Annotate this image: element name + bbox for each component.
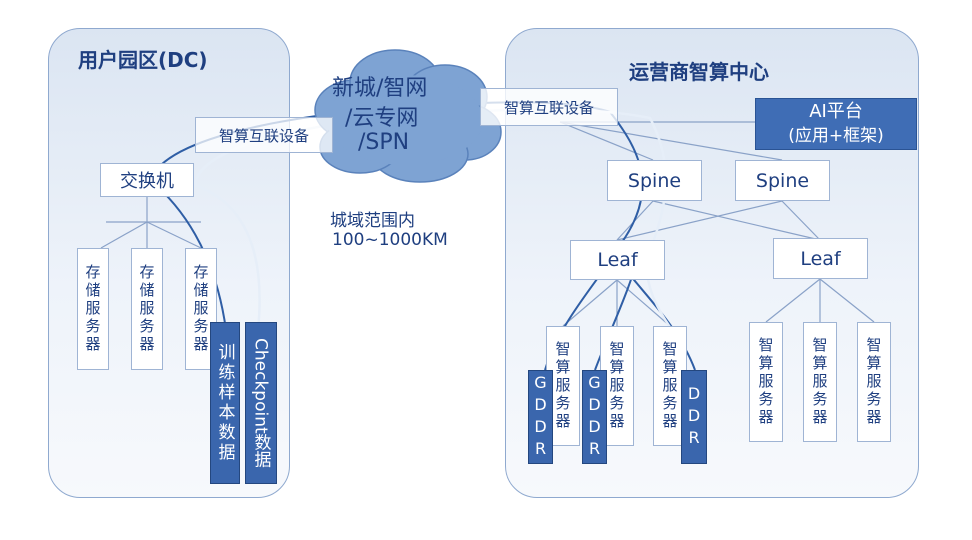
- user-park-title: 用户园区(DC): [78, 48, 208, 72]
- cloud-label-line1: 新城/智网: [332, 76, 428, 101]
- spine-switch: Spine: [607, 160, 702, 201]
- training-data-block: 训练样本数据: [210, 322, 240, 484]
- operator-center-title: 运营商智算中心: [629, 60, 769, 84]
- gddr-memory-block: GDDR: [582, 370, 607, 464]
- leaf-switch: Leaf: [773, 238, 868, 279]
- checkpoint-data-block: Checkpoint数据: [245, 322, 277, 484]
- storage-server: 存储服务器: [77, 248, 109, 370]
- leaf-switch: Leaf: [570, 240, 665, 280]
- cloud-label-line2: /云专网: [345, 106, 419, 131]
- operator-interconnect-device: 智算互联设备: [480, 88, 618, 126]
- ai-platform-subtitle: (应用+框架): [788, 126, 884, 146]
- user-interconnect-device: 智算互联设备: [195, 117, 333, 153]
- ai-platform-title: AI平台: [809, 101, 863, 122]
- switch-box: 交换机: [100, 163, 194, 197]
- gddr-memory-block: GDDR: [528, 370, 553, 464]
- network-cloud-icon: [314, 49, 502, 183]
- storage-server: 存储服务器: [131, 248, 163, 370]
- range-label-line2: 100~1000KM: [332, 230, 448, 250]
- cloud-label-line3: /SPN: [358, 130, 410, 155]
- compute-server: 智算服务器: [857, 322, 891, 442]
- spine-switch: Spine: [735, 160, 830, 201]
- ai-platform-box: AI平台 (应用+框架): [755, 98, 917, 150]
- ddr-memory-block: DDR: [681, 370, 707, 464]
- range-label-line1: 城域范围内: [330, 211, 415, 231]
- compute-server: 智算服务器: [803, 322, 837, 442]
- compute-server: 智算服务器: [749, 322, 783, 442]
